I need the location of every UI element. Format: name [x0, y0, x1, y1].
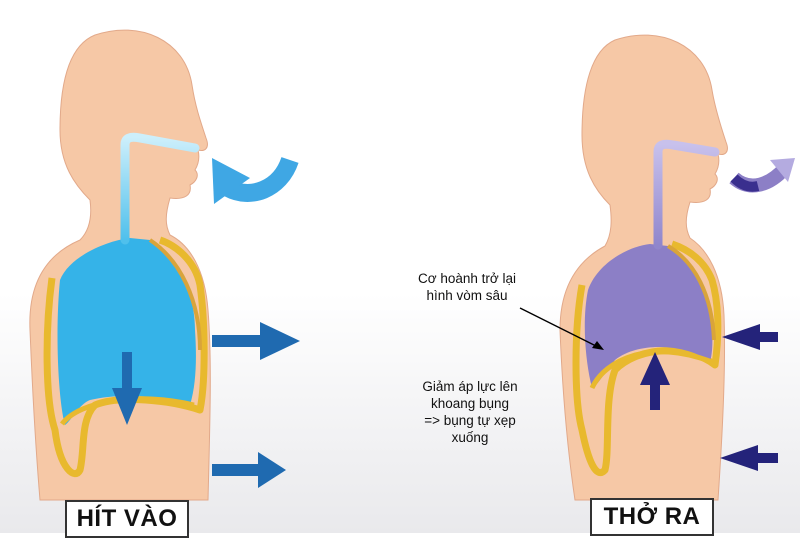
exhale-ribcage — [572, 240, 722, 476]
diaphragm-pointer-line — [519, 307, 604, 350]
pressure-annotation-line-4: xuống — [451, 430, 489, 445]
inhale-airway — [120, 132, 200, 245]
exhale-spine — [666, 244, 716, 341]
diaphragm-annotation: Cơ hoành trở lại hình vòm sâu — [392, 270, 542, 304]
exhale-diaphragm-up-arrow — [640, 352, 670, 410]
inhale-air-in-arrow — [212, 156, 299, 204]
pressure-annotation: Giảm áp lực lên khoang bụng => bụng tự x… — [395, 378, 545, 446]
exhale-belly-in-arrow — [720, 445, 778, 471]
inhale-diaphragm-down-arrow — [112, 352, 142, 425]
inhale-diaphragm — [60, 396, 195, 426]
pressure-annotation-line-1: Giảm áp lực lên — [422, 379, 518, 394]
pressure-annotation-line-2: khoang bụng — [430, 396, 510, 411]
inhale-label: HÍT VÀO — [65, 500, 189, 538]
exhale-chest-in-arrow — [722, 324, 778, 350]
inhale-lung — [57, 238, 196, 425]
inhale-spine — [148, 238, 202, 351]
exhale-label: THỞ RA — [590, 498, 714, 536]
exhale-air-out-arrow — [729, 158, 795, 193]
exhale-airway — [653, 139, 720, 250]
inhale-chest-out-arrow — [212, 322, 300, 360]
exhale-lung — [584, 244, 713, 388]
exhale-figure — [519, 34, 795, 501]
diaphragm-annotation-line-1: Cơ hoành trở lại — [417, 271, 516, 286]
exhale-diaphragm — [589, 349, 713, 390]
inhale-belly-out-arrow — [212, 452, 286, 488]
pressure-annotation-line-3: => bụng tự xẹp — [424, 413, 516, 428]
diaphragm-annotation-line-2: hình vòm sâu — [426, 288, 508, 303]
inhale-figure — [29, 29, 300, 501]
